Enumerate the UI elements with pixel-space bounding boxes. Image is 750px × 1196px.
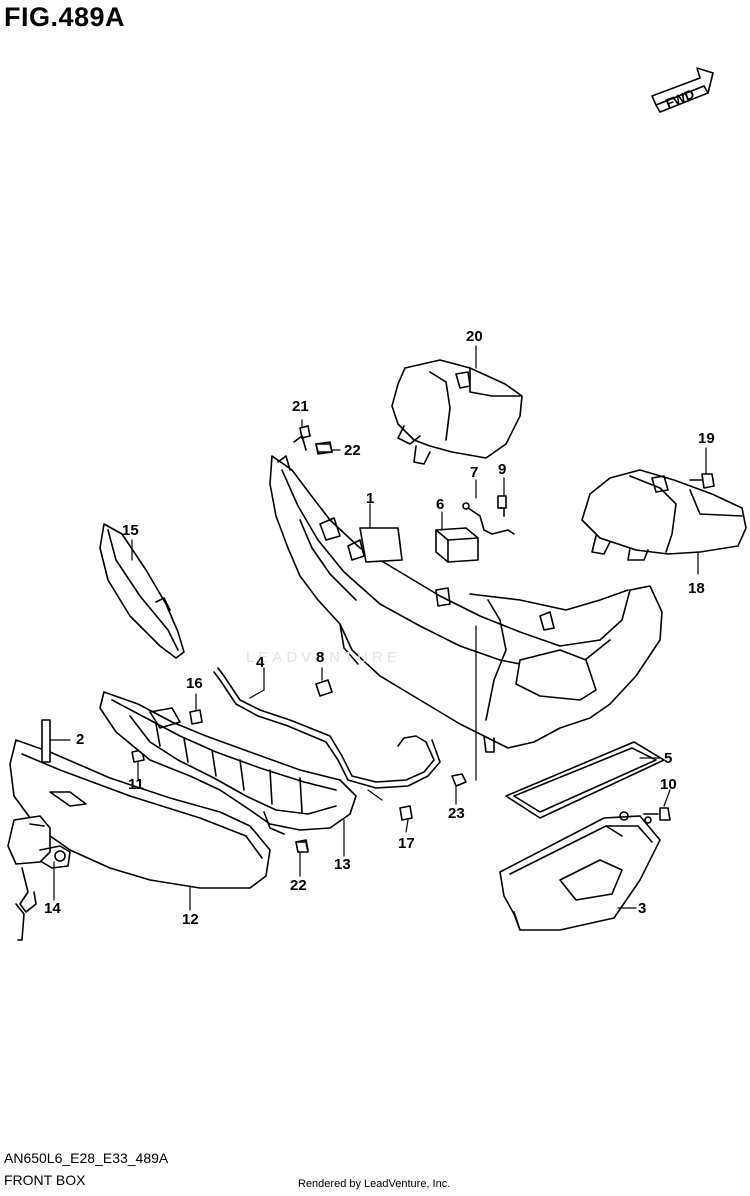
part-20-inner-cover: [391, 359, 523, 465]
callout-20: 20: [466, 328, 483, 345]
callout-1: 1: [366, 490, 375, 507]
part-13-inner-frame: [99, 691, 357, 835]
part-2-stay: [41, 719, 51, 763]
callout-17: 17: [398, 835, 415, 852]
callout-2: 2: [76, 731, 85, 748]
section-name: FRONT BOX: [4, 1172, 86, 1188]
callout-11: 11: [128, 776, 144, 793]
callout-6: 6: [436, 496, 445, 513]
callout-5: 5: [664, 750, 673, 767]
callout-4: 4: [256, 654, 265, 671]
clip-nuts: [295, 443, 333, 853]
callout-7: 7: [470, 464, 479, 481]
part-5-lid-seal: [505, 741, 665, 819]
callout-22-upper: 22: [344, 442, 361, 459]
callout-16: 16: [186, 675, 203, 692]
part-18-inner-cover: [581, 469, 747, 561]
render-credit: Rendered by LeadVenture, Inc.: [298, 1178, 451, 1190]
part-15-side-garnish: [99, 523, 185, 659]
callout-13: 13: [334, 856, 351, 873]
part-6-block: [435, 527, 479, 563]
callout-12: 12: [182, 911, 199, 928]
callout-23: 23: [448, 805, 465, 822]
callout-10: 10: [660, 776, 677, 793]
part-12-front-panel: [9, 739, 271, 889]
part-7-lead-wire: [462, 502, 515, 535]
callout-18: 18: [688, 580, 705, 597]
callout-8: 8: [316, 649, 325, 666]
fwd-arrow-badge: FWD: [651, 67, 714, 113]
watermark: LEADVENTURE: [246, 649, 401, 666]
callout-19: 19: [698, 430, 715, 447]
callout-21: 21: [292, 398, 309, 415]
callout-9: 9: [498, 461, 507, 478]
part-4-seal-strip: [213, 667, 441, 789]
part-1-front-box-body: [269, 435, 663, 753]
leader-lines: [49, 345, 707, 911]
callout-14: 14: [44, 900, 61, 917]
callout-22-lower: 22: [290, 877, 307, 894]
callout-3: 3: [638, 900, 647, 917]
part-3-lower-tray: [499, 811, 661, 931]
model-code: AN650L6_E28_E33_489A: [4, 1150, 169, 1166]
part-14-lock-set: [7, 815, 71, 941]
callout-15: 15: [122, 522, 139, 539]
figure-title: FIG.489A: [4, 2, 126, 32]
